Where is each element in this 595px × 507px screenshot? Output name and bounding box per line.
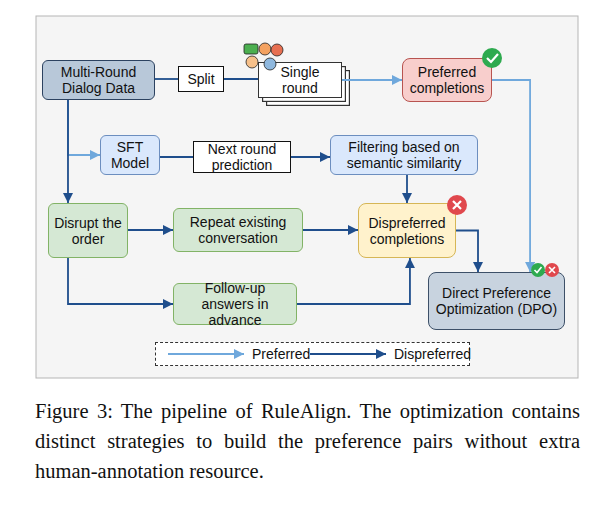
connector [303, 229, 358, 231]
connector [492, 80, 530, 272]
model-box: SFT Model [100, 135, 160, 175]
connector [406, 175, 408, 203]
node-label: Repeat existing conversation [177, 214, 299, 246]
chat-bubble [244, 44, 258, 54]
legend-sample [166, 348, 246, 360]
training-box: Direct Preference Optimization (DPO) [428, 272, 565, 330]
legend-item: Preferred [166, 346, 310, 362]
cross-mark [549, 267, 555, 273]
node-label: Filtering based on semantic similarity [334, 139, 474, 171]
face-icon [259, 43, 271, 55]
connector [297, 258, 410, 304]
process-box: Follow-up answers in advance [173, 283, 297, 325]
face-icon [271, 44, 283, 56]
output-box: Dispreferred completions [358, 203, 456, 258]
check-mark [487, 54, 498, 62]
node-label: Follow-up answers in advance [177, 280, 293, 328]
legend-label: Dispreferred [394, 346, 471, 362]
legend-label: Preferred [252, 346, 310, 362]
node-label: Split [187, 71, 214, 87]
check-circle [482, 48, 502, 68]
connector [291, 156, 330, 158]
panel [36, 16, 578, 378]
connector [160, 156, 193, 158]
connector [456, 231, 478, 273]
check-icon [482, 48, 502, 68]
connector [67, 100, 69, 203]
pair-icon [531, 263, 559, 277]
node-label: Dispreferred completions [362, 215, 452, 247]
legend-item: Dispreferred [308, 346, 471, 362]
process-box: Filtering based on semantic similarity [330, 135, 478, 175]
step-box: Next round prediction [193, 141, 291, 173]
legend-sample [308, 348, 388, 360]
node-label: SFT Model [104, 139, 156, 171]
data-box: Multi-Round Dialog Data [42, 60, 155, 100]
node-label: Single round [262, 64, 338, 96]
connector [224, 78, 258, 80]
process-box: Disrupt the order [48, 203, 128, 258]
node-label: Disrupt the order [52, 215, 124, 247]
face-icon [264, 58, 276, 70]
connector [68, 258, 173, 304]
node-label: Preferred completions [406, 64, 488, 96]
check-mark [535, 267, 542, 273]
connector [128, 229, 173, 231]
cross-mark [453, 201, 461, 209]
process-box: Repeat existing conversation [173, 208, 303, 252]
node-label: Direct Preference Optimization (DPO) [432, 285, 561, 317]
connector [155, 78, 178, 80]
legend-line [168, 353, 244, 355]
cross-circle [447, 195, 467, 215]
connector [68, 100, 100, 155]
node-label: Multi-Round Dialog Data [46, 64, 151, 96]
people-icon [244, 43, 283, 70]
legend-line [310, 353, 386, 355]
legend-box: Preferred Dispreferred [155, 342, 470, 366]
step-box: Split [178, 66, 224, 92]
paper-stack: Single round [258, 62, 342, 98]
cross-circle [545, 263, 559, 277]
figure-caption: Figure 3: The pipeline of RuleAlign. The… [35, 396, 580, 486]
output-box: Preferred completions [402, 58, 492, 102]
edge-group [68, 79, 530, 304]
check-circle [531, 263, 545, 277]
node-label: Next round prediction [197, 141, 287, 173]
face-icon [246, 56, 258, 68]
connector [342, 79, 402, 81]
cross-icon [447, 195, 467, 215]
